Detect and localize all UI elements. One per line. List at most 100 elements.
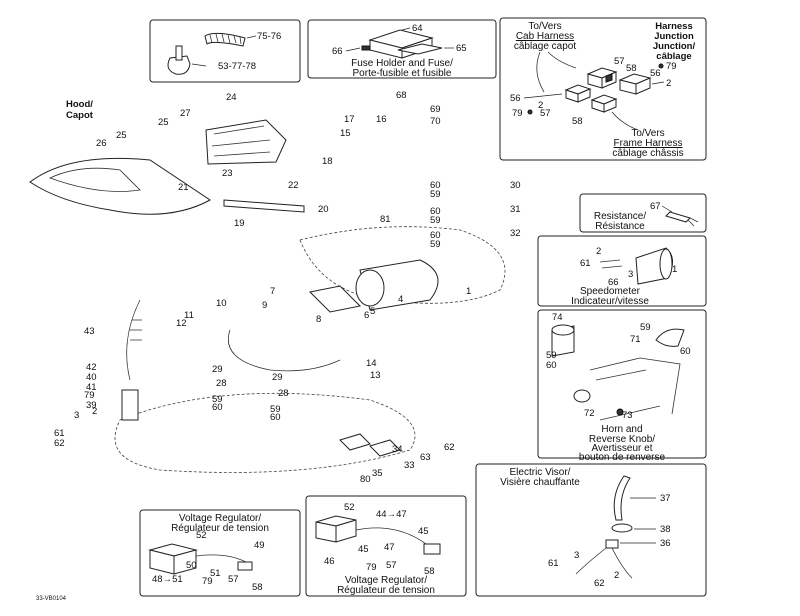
fuse-holder-inset: 64 66 65 Fuse Holder and Fuse/ Porte-fus… xyxy=(307,19,497,79)
hj-callout-79a: 79 xyxy=(666,61,677,72)
callout-59e: 59 xyxy=(270,404,281,415)
callout-3: 3 xyxy=(74,410,79,421)
horn-callout-71: 71 xyxy=(630,334,641,345)
callout-22: 22 xyxy=(288,180,299,191)
horn-caption-line2: Reverse Knob/ xyxy=(589,434,655,445)
hj-callout-56b: 56 xyxy=(510,93,521,104)
hj-callout-58a: 58 xyxy=(626,63,637,74)
vr-left-callout-79: 79 xyxy=(202,576,213,587)
callout-18: 18 xyxy=(322,156,333,167)
callout-79: 79 xyxy=(84,390,95,401)
callout-62a: 62 xyxy=(54,438,65,449)
callout-25b: 25 xyxy=(116,130,127,141)
frame-harness-title-line1: To/Vers xyxy=(631,128,664,139)
horn-callout-74: 74 xyxy=(552,312,563,323)
callout-65: 65 xyxy=(456,43,467,54)
callout-29a: 29 xyxy=(212,364,223,375)
hj-callout-56a: 56 xyxy=(650,68,661,79)
horn-callout-60a: 60 xyxy=(680,346,691,357)
callout-19: 19 xyxy=(234,218,245,229)
vr-right-callout-79: 79 xyxy=(366,562,377,573)
vr-left-callout-50: 50 xyxy=(186,560,197,571)
callout-61: 61 xyxy=(54,428,65,439)
vr-left-callout-51: 51 xyxy=(210,568,221,579)
callout-40: 40 xyxy=(86,372,97,383)
horn-callout-60b: 60 xyxy=(546,360,557,371)
callout-27: 27 xyxy=(180,108,191,119)
callout-32: 32 xyxy=(510,228,521,239)
visor-callout-2: 2 xyxy=(614,570,619,581)
visor-caption-line2: Visière chauffante xyxy=(500,477,580,488)
vr-right-callout-57: 57 xyxy=(386,560,397,571)
callout-64: 64 xyxy=(412,23,423,34)
visor-callout-36: 36 xyxy=(660,538,671,549)
cab-harness-title-line1: To/Vers xyxy=(528,21,561,32)
callout-29b: 29 xyxy=(272,372,283,383)
vr-right-callout-47: 47 xyxy=(384,542,395,553)
reference-code: 33-VB0104 xyxy=(36,596,67,602)
callout-10: 10 xyxy=(216,298,227,309)
hj-callout-2a: 2 xyxy=(666,78,671,89)
vr-right-callout-44-47: 44→47 xyxy=(376,509,407,520)
vr-left-callout-58: 58 xyxy=(252,582,263,593)
callout-35: 35 xyxy=(372,468,383,479)
speedo-callout-3: 3 xyxy=(628,269,633,280)
vr-right-caption-line2: Régulateur de tension xyxy=(337,585,435,596)
callout-23: 23 xyxy=(222,168,233,179)
callout-5: 5 xyxy=(370,306,375,317)
frame-harness-title-line3: câblage châssis xyxy=(612,148,683,159)
callout-66-fuse: 66 xyxy=(332,46,343,57)
callout-59d: 59 xyxy=(212,394,223,405)
callout-15: 15 xyxy=(340,128,351,139)
callout-43: 43 xyxy=(84,326,95,337)
callout-20: 20 xyxy=(318,204,329,215)
callout-70: 70 xyxy=(430,116,441,127)
horn-callout-59b: 59 xyxy=(546,350,557,361)
speedo-callout-2: 2 xyxy=(596,246,601,257)
vr-right-callout-45b: 45 xyxy=(358,544,369,555)
electric-visor-inset: Electric Visor/ Visière chauffante 37 38… xyxy=(475,463,707,597)
hj-callout-57b: 57 xyxy=(540,108,551,119)
callout-39: 39 xyxy=(86,400,97,411)
callout-60a: 60 xyxy=(430,180,441,191)
visor-callout-3: 3 xyxy=(574,550,579,561)
callout-24: 24 xyxy=(226,92,237,103)
callout-34: 34 xyxy=(392,444,403,455)
callout-12: 12 xyxy=(176,318,187,329)
fuse-holder-caption-line2: Porte-fusible et fusible xyxy=(353,68,452,79)
visor-callout-61: 61 xyxy=(548,558,559,569)
resistance-caption-line1: Resistance/ xyxy=(594,211,646,222)
voltage-regulator-left-inset: Voltage Regulator/ Régulateur de tension… xyxy=(139,509,301,597)
horn-caption-line1: Horn and xyxy=(601,424,642,435)
callout-16: 16 xyxy=(376,114,387,125)
speedometer-caption-line1: Speedometer xyxy=(580,286,641,297)
visor-callout-62: 62 xyxy=(594,578,605,589)
callout-28a: 28 xyxy=(216,378,227,389)
callout-59c: 59 xyxy=(430,239,441,250)
speedo-callout-61: 61 xyxy=(580,258,591,269)
callout-2: 2 xyxy=(92,406,97,417)
callout-53-77-78: 53-77-78 xyxy=(218,61,256,72)
callout-11: 11 xyxy=(184,310,194,321)
horn-caption-line3: Avertisseur et xyxy=(592,443,653,454)
callout-31: 31 xyxy=(510,204,521,215)
main-callouts: 24 27 25 25 26 15 17 16 68 69 70 18 23 2… xyxy=(54,90,521,485)
visor-caption-line1: Electric Visor/ xyxy=(510,467,571,478)
speedo-callout-66: 66 xyxy=(608,277,619,288)
vr-left-callout-52: 52 xyxy=(196,530,207,541)
callout-69: 69 xyxy=(430,104,441,115)
horn-caption-line4: bouton de renverse xyxy=(579,452,666,463)
visor-callout-37: 37 xyxy=(660,493,671,504)
callout-1: 1 xyxy=(466,286,471,297)
callout-26: 26 xyxy=(96,138,107,149)
callout-9: 9 xyxy=(262,300,267,311)
hj-callout-58b: 58 xyxy=(572,116,583,127)
vr-right-caption-line1: Voltage Regulator/ xyxy=(345,575,428,586)
frame-harness-title-line2: Frame Harness xyxy=(614,138,683,149)
callout-42: 42 xyxy=(86,362,97,373)
cab-harness-title-line2: Cab Harness xyxy=(516,31,574,42)
callout-81: 81 xyxy=(380,214,391,225)
callout-63: 63 xyxy=(420,452,431,463)
callout-68: 68 xyxy=(396,90,407,101)
